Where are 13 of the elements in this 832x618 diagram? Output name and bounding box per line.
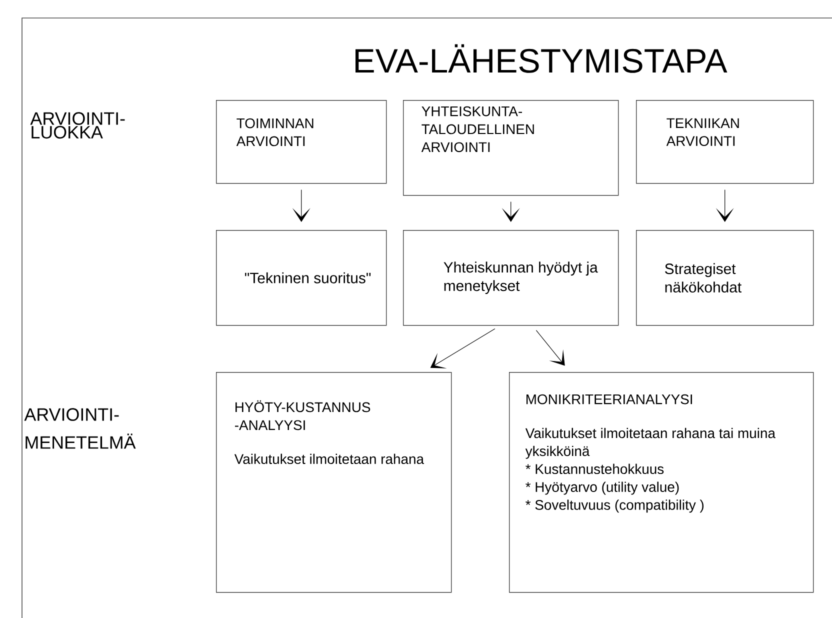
arrow: [536, 330, 565, 366]
text-box: YHTEISKUNTA- TALOUDELLINEN ARVIOINTI: [403, 100, 619, 196]
text-box: TEKNIIKAN ARVIOINTI: [636, 100, 814, 184]
text-box: Yhteiskunnan hyödyt ja menetykset: [403, 230, 619, 326]
text-box: MONIKRITEERIANALYYSI Vaikutukset ilmoitetaan rahana tai muina yksikköinä * Kustannustehokkuus * Hyötyarvo (utility value) * Soveltuvuus (compatibility ): [509, 372, 814, 593]
text-box: HYÖTY-KUSTANNUS -ANALYYSI Vaikutukset ilmoitetaan rahana: [216, 372, 452, 593]
arrow: [430, 328, 496, 368]
text-box: TOIMINNAN ARVIOINTI: [216, 100, 387, 184]
row-label: ARVIOINTI- LUOKKA: [30, 112, 125, 139]
text-box: "Tekninen suoritus": [216, 230, 387, 326]
text-box: Strategiset näkökohdat: [636, 230, 814, 326]
row-label: ARVIOINTI- MENETELMÄ: [24, 408, 136, 449]
title: EVA-LÄHESTYMISTAPA: [356, 44, 728, 73]
